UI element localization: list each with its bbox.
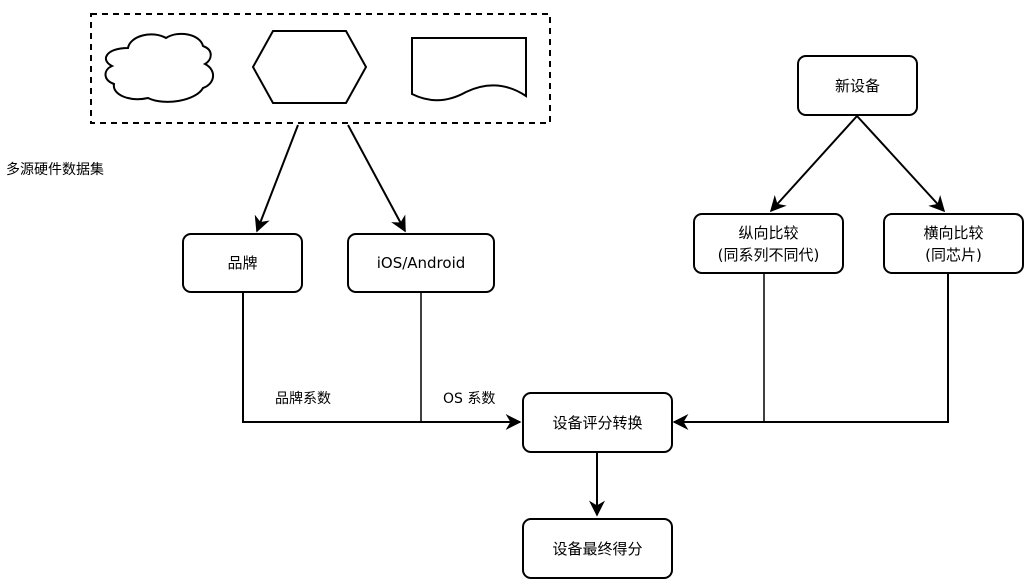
edge-horizontal-to-score	[672, 273, 949, 430]
node-horizontal-compare-line1: 横向比较	[923, 223, 984, 242]
node-vertical-compare-line2: (同系列不同代)	[717, 245, 820, 264]
node-horizontal-compare[interactable]: 横向比较 (同芯片)	[883, 213, 1024, 274]
hexagon-shape-icon	[251, 30, 368, 104]
source-group-label: 多源硬件数据集	[6, 162, 104, 178]
edge-new-device-to-vertical	[769, 115, 858, 213]
node-score-conversion[interactable]: 设备评分转换	[522, 392, 673, 453]
cloud-shape-icon	[104, 32, 214, 103]
node-score-conversion-text: 设备评分转换	[552, 413, 643, 432]
node-new-device-text: 新设备	[834, 76, 880, 95]
node-vertical-compare[interactable]: 纵向比较 (同系列不同代)	[693, 213, 844, 274]
node-vertical-compare-line1: 纵向比较	[738, 223, 799, 242]
edge-label-brand-coefficient: 品牌系数	[275, 391, 331, 407]
edge-new-device-to-horizontal	[856, 115, 946, 213]
source-group-container	[90, 13, 551, 124]
node-final-score[interactable]: 设备最终得分	[522, 518, 673, 579]
edge-source-to-brand	[254, 124, 299, 233]
edge-source-to-os	[347, 124, 406, 233]
node-final-score-text: 设备最终得分	[552, 539, 643, 558]
node-brand[interactable]: 品牌	[182, 233, 303, 293]
edge-brand-to-score	[242, 293, 522, 430]
edge-label-os-coefficient: OS 系数	[443, 391, 496, 407]
node-new-device[interactable]: 新设备	[797, 55, 918, 116]
node-os[interactable]: iOS/Android	[347, 233, 495, 293]
node-horizontal-compare-line2: (同芯片)	[925, 245, 982, 264]
node-os-text: iOS/Android	[376, 254, 466, 272]
node-brand-text: 品牌	[227, 254, 258, 272]
document-shape-icon	[411, 37, 527, 102]
